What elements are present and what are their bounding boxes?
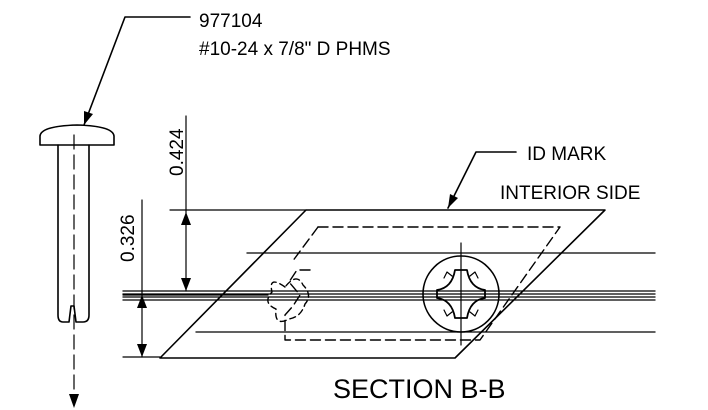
phillips-recess-icon bbox=[436, 269, 486, 319]
screw-spec: #10-24 x 7/8" D PHMS bbox=[199, 39, 391, 60]
hidden-slot bbox=[267, 278, 310, 323]
dimension-0326-label: 0.326 bbox=[118, 214, 139, 262]
id-mark-leader bbox=[447, 151, 517, 209]
down-arrow-icon bbox=[69, 394, 79, 408]
section-lines bbox=[122, 252, 656, 333]
hidden-inner-left bbox=[291, 226, 319, 263]
screw-head bbox=[39, 124, 115, 146]
hidden-inner-outline bbox=[284, 226, 561, 341]
recess-teeth bbox=[443, 271, 479, 317]
id-mark-arrowhead-icon bbox=[448, 194, 458, 208]
interior-side-label: INTERIOR SIDE bbox=[500, 183, 640, 204]
section-title: SECTION B-B bbox=[333, 374, 506, 404]
leader-arrowhead-icon bbox=[84, 111, 93, 125]
callout-leader bbox=[83, 16, 191, 126]
id-mark-label: ID MARK bbox=[527, 144, 607, 165]
dimension-0424-label: 0.424 bbox=[167, 128, 188, 176]
part-number: 977104 bbox=[199, 11, 263, 32]
dimension-0424 bbox=[181, 115, 191, 292]
extension-lines bbox=[122, 209, 307, 358]
dimension-0326 bbox=[137, 199, 147, 358]
screw-shank bbox=[57, 144, 90, 323]
panel-outline bbox=[159, 209, 606, 359]
screw-side-view bbox=[39, 124, 115, 408]
screw-head-top-view bbox=[422, 242, 500, 346]
